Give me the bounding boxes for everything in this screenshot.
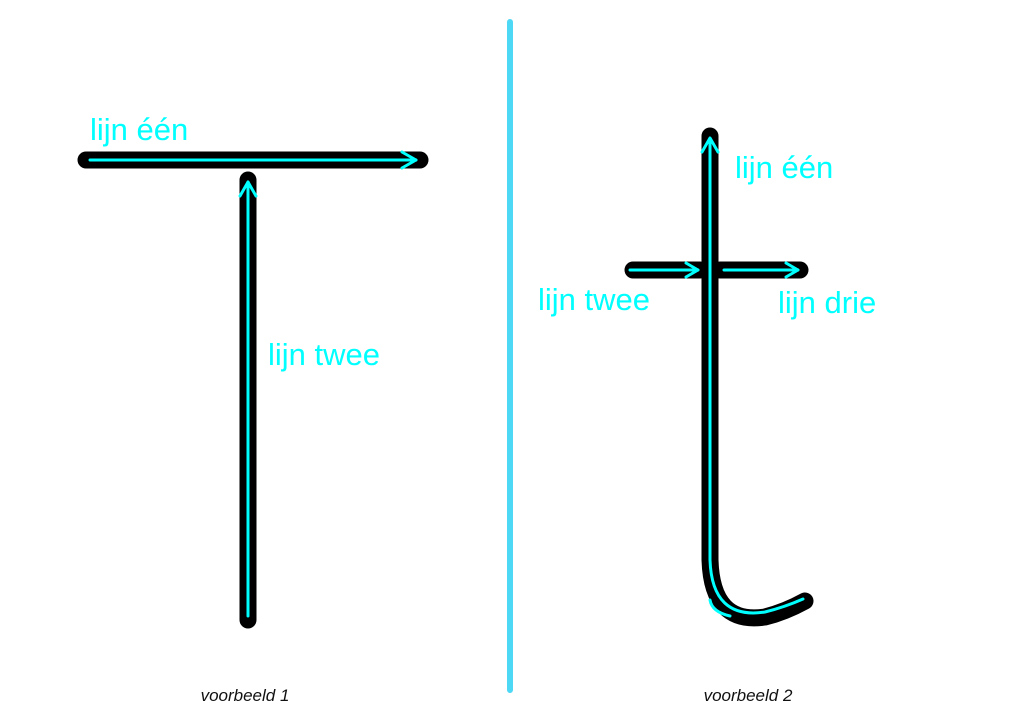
label-line-2: lijn twee [268,337,380,372]
caption-example-2: voorbeeld 2 [704,686,793,705]
t-lower-stroke-1 [701,127,814,627]
arrow-line-1 [700,136,805,618]
label-line-1: lijn één [90,112,188,147]
example-1-uppercase-t: lijn één lijn twee voorbeeld 1 [77,112,429,705]
caption-example-1: voorbeeld 1 [201,686,290,705]
example-2-lowercase-t: lijn één lijn twee lijn drie voorbeeld 2 [538,127,876,705]
arrow-line-2 [628,261,700,279]
label-line-3: lijn drie [778,285,876,320]
label-line-1: lijn één [735,150,833,185]
arrow-line-2 [238,180,258,618]
label-line-2: lijn twee [538,282,650,317]
arrow-line-1 [88,150,418,170]
arrow-line-3 [722,261,800,279]
